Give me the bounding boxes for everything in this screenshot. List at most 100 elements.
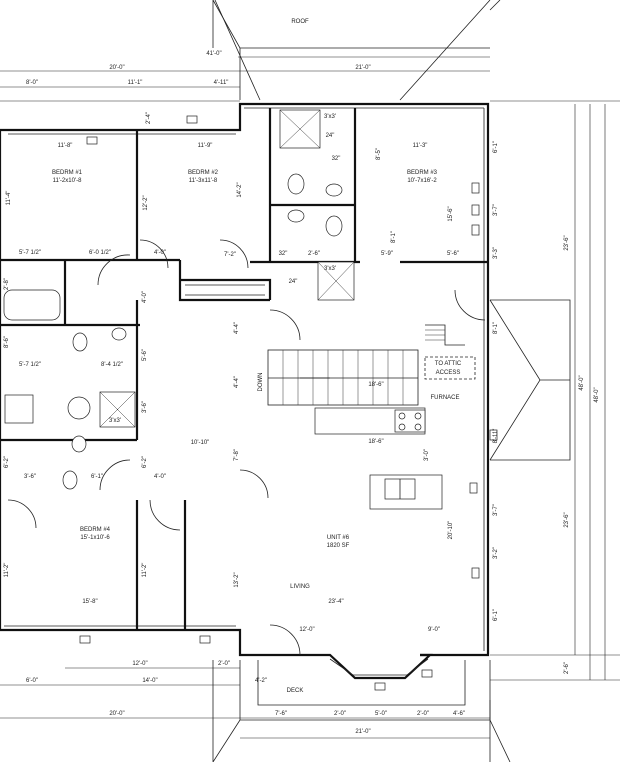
dim-7-8: 7'-8" (234, 449, 240, 461)
dim-4-11: 4'-11" (214, 80, 229, 86)
dim-32a: 32" (332, 156, 341, 162)
dim-3-6: 3'-6" (142, 401, 148, 413)
unit-area: 1820 SF (327, 543, 350, 549)
dim-24a: 24" (326, 133, 335, 139)
dim-23-6: 23'-6" (564, 235, 570, 250)
dim-4-2: 4'-2" (255, 678, 267, 684)
dimension-lines-bottom (0, 667, 490, 739)
dim-2-0c: 2'-0" (417, 711, 429, 717)
dim-4-0a: 4'-0" (154, 250, 166, 256)
dim-24b: 24" (289, 279, 298, 285)
bedrm3-label: BEDRM #3 (407, 170, 438, 176)
dim-8-6: 8'-6" (4, 336, 10, 348)
dim-3-0: 3'-0" (424, 449, 430, 461)
living-label: LIVING (290, 584, 310, 590)
dim-3-7a: 3'-7" (493, 204, 499, 216)
dim-21-0b: 21'-0" (355, 729, 370, 735)
bath-fixtures (3, 109, 355, 490)
dim-11-4: 11'-4" (6, 191, 12, 206)
dim-41: 41'-0" (206, 51, 221, 57)
dim-6-2b: 6'-2" (142, 456, 148, 468)
roof-outline-right (489, 299, 571, 461)
dim-8-4: 8'-4 1/2" (101, 362, 123, 368)
bedrm2-size: 11'-3x11'-8 (189, 178, 218, 184)
dim-6-0: 6'-0 1/2" (89, 250, 111, 256)
attic-label-1: TO ATTIC (435, 361, 462, 367)
roof-outline-top (212, 0, 501, 101)
dim-8-11: 8'-11" (493, 429, 499, 444)
attic-access-box (424, 356, 476, 380)
dim-8-1b: 8'-1" (493, 322, 499, 334)
dim-23-4: 23'-4" (328, 599, 343, 605)
dim-5-9: 5'-9" (381, 251, 393, 257)
dim-3-6b: 3'-6" (24, 474, 36, 480)
bedrm4-size: 15'-1x10'-6 (80, 535, 110, 541)
deck-outline (239, 660, 491, 721)
dim-8-5: 8'-5" (376, 148, 382, 160)
dim-2-0b: 2'-0" (334, 711, 346, 717)
dim-3x3b: 3'x3' (324, 266, 336, 272)
dim-5-6: 5'-6" (447, 251, 459, 257)
dim-11-9: 11'-9" (198, 143, 213, 149)
dim-4-0c: 4'-0" (154, 474, 166, 480)
bedrm1-label: BEDRM #1 (52, 170, 83, 176)
dim-5-0: 5'-0" (375, 711, 387, 717)
kitchen (314, 407, 443, 510)
dim-6-1a: 6'-1" (493, 141, 499, 153)
dim-3-7b: 3'-7" (493, 504, 499, 516)
dim-15-8: 15'-8" (82, 599, 97, 605)
dim-11-2a: 11'-2" (4, 563, 10, 578)
dim-11-8: 11'-8" (58, 143, 73, 149)
dim-18-6b: 18'-6" (368, 439, 383, 445)
down-label: DOWN (258, 373, 264, 392)
dim-5-6b: 5'-6" (142, 349, 148, 361)
dim-14-0: 14'-0" (142, 678, 157, 684)
dim-15-6: 15'-6" (448, 206, 454, 221)
dim-6-1c: 6'-1" (493, 609, 499, 621)
dim-12-2: 12'-2" (143, 195, 149, 210)
dim-9-0: 9'-0" (428, 627, 440, 633)
dim-8-1: 8'-1" (391, 231, 397, 243)
dim-12-0b: 12'-0" (132, 661, 147, 667)
dim-3-3a: 3'-3" (493, 247, 499, 259)
bedrm4-label: BEDRM #4 (80, 527, 111, 533)
dim-2-4: 2'-4" (146, 112, 152, 124)
dim-20-10: 20'-10" (448, 521, 454, 540)
roof-label: ROOF (291, 19, 309, 25)
attic-label-2: ACCESS (436, 370, 461, 376)
unit-label: UNIT #6 (327, 535, 350, 541)
dim-12-0a: 12'-0" (299, 627, 314, 633)
dim-5-7a: 5'-7 1/2" (19, 250, 41, 256)
dim-6-0b: 6'-0" (26, 678, 38, 684)
dim-11-2b: 11'-2" (142, 563, 148, 578)
dim-48-0b: 48'-0" (594, 387, 600, 402)
dim-3x3a: 3'x3' (324, 114, 336, 120)
dim-4-0b: 4'-0" (142, 291, 148, 303)
dim-32b: 32" (279, 251, 288, 257)
interior-walls (0, 108, 488, 630)
stairs (267, 324, 465, 406)
dim-4-4b: 4'-4" (234, 376, 240, 388)
dim-20: 20'-0" (109, 65, 124, 71)
dim-4-6: 4'-6" (453, 711, 465, 717)
dim-13-2: 13'-2" (234, 572, 240, 587)
dim-3x3c: 3'x3' (109, 418, 121, 424)
dim-8: 8'-0" (26, 80, 38, 86)
bedrm3-size: 10'-7x16'-2 (407, 178, 437, 184)
roof-outline-bottom (212, 660, 511, 762)
dim-23-6b: 23'-6" (564, 512, 570, 527)
window-tags (79, 115, 498, 691)
furnace-label: FURNACE (430, 395, 459, 401)
dim-11-1: 11'-1" (128, 80, 143, 86)
dim-20-0b: 20'-0" (109, 711, 124, 717)
dim-48-0a: 48'-0" (579, 375, 585, 390)
dim-6-1b: 6'-1" (91, 474, 103, 480)
dimension-lines-right (490, 104, 620, 681)
dim-2-0a: 2'-0" (218, 661, 230, 667)
dim-11-3: 11'-3" (413, 143, 428, 149)
dim-2-6b: 2'-6" (564, 662, 570, 674)
dim-3-2: 3'-2" (493, 547, 499, 559)
deck-label: DECK (287, 688, 304, 694)
dim-21: 21'-0" (355, 65, 370, 71)
